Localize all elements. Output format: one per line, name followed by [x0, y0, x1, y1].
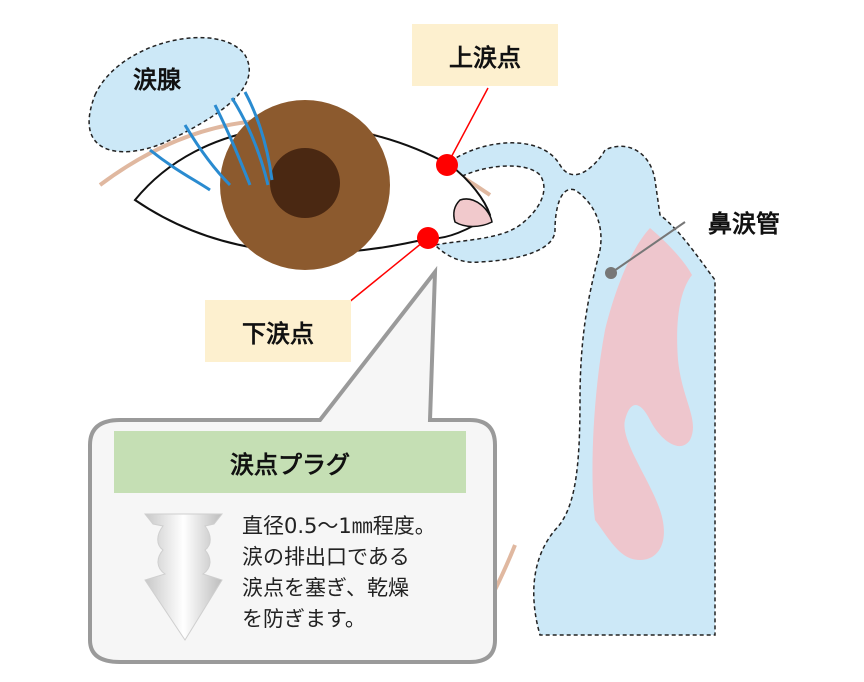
lower-punctum-dot: [417, 227, 439, 249]
lower-punctum-label: 下涙点: [205, 300, 351, 362]
punctal-plug-illustration: [143, 513, 224, 641]
nasolacrimal-dot: [605, 267, 617, 279]
nasolacrimal-leader: [610, 221, 686, 274]
callout-line: 直径0.5〜1㎜程度。: [242, 514, 436, 538]
gland-duct-lines: [149, 91, 274, 192]
callout-title: 涙点プラグ: [114, 431, 466, 493]
pupil: [270, 148, 340, 218]
nasolacrimal-duct-label: 鼻涙管: [708, 210, 780, 238]
callout-line: 涙の排出口である: [242, 545, 410, 569]
callout-line: 涙点を塞ぎ、乾燥: [242, 576, 409, 600]
lower-punctum-leader: [347, 237, 429, 304]
callout-description: 直径0.5〜1㎜程度。 涙の排出口である 涙点を塞ぎ、乾燥 を防ぎます。: [242, 511, 482, 635]
upper-punctum-dot: [436, 154, 458, 176]
callout-line: を防ぎます。: [242, 607, 366, 631]
upper-punctum-leader: [446, 87, 489, 166]
upper-punctum-label: 上涙点: [412, 24, 558, 86]
nasal-tissue-shape: [592, 228, 693, 560]
lacrimal-gland-label: 涙腺: [133, 66, 181, 94]
caruncle-shape: [453, 198, 493, 228]
